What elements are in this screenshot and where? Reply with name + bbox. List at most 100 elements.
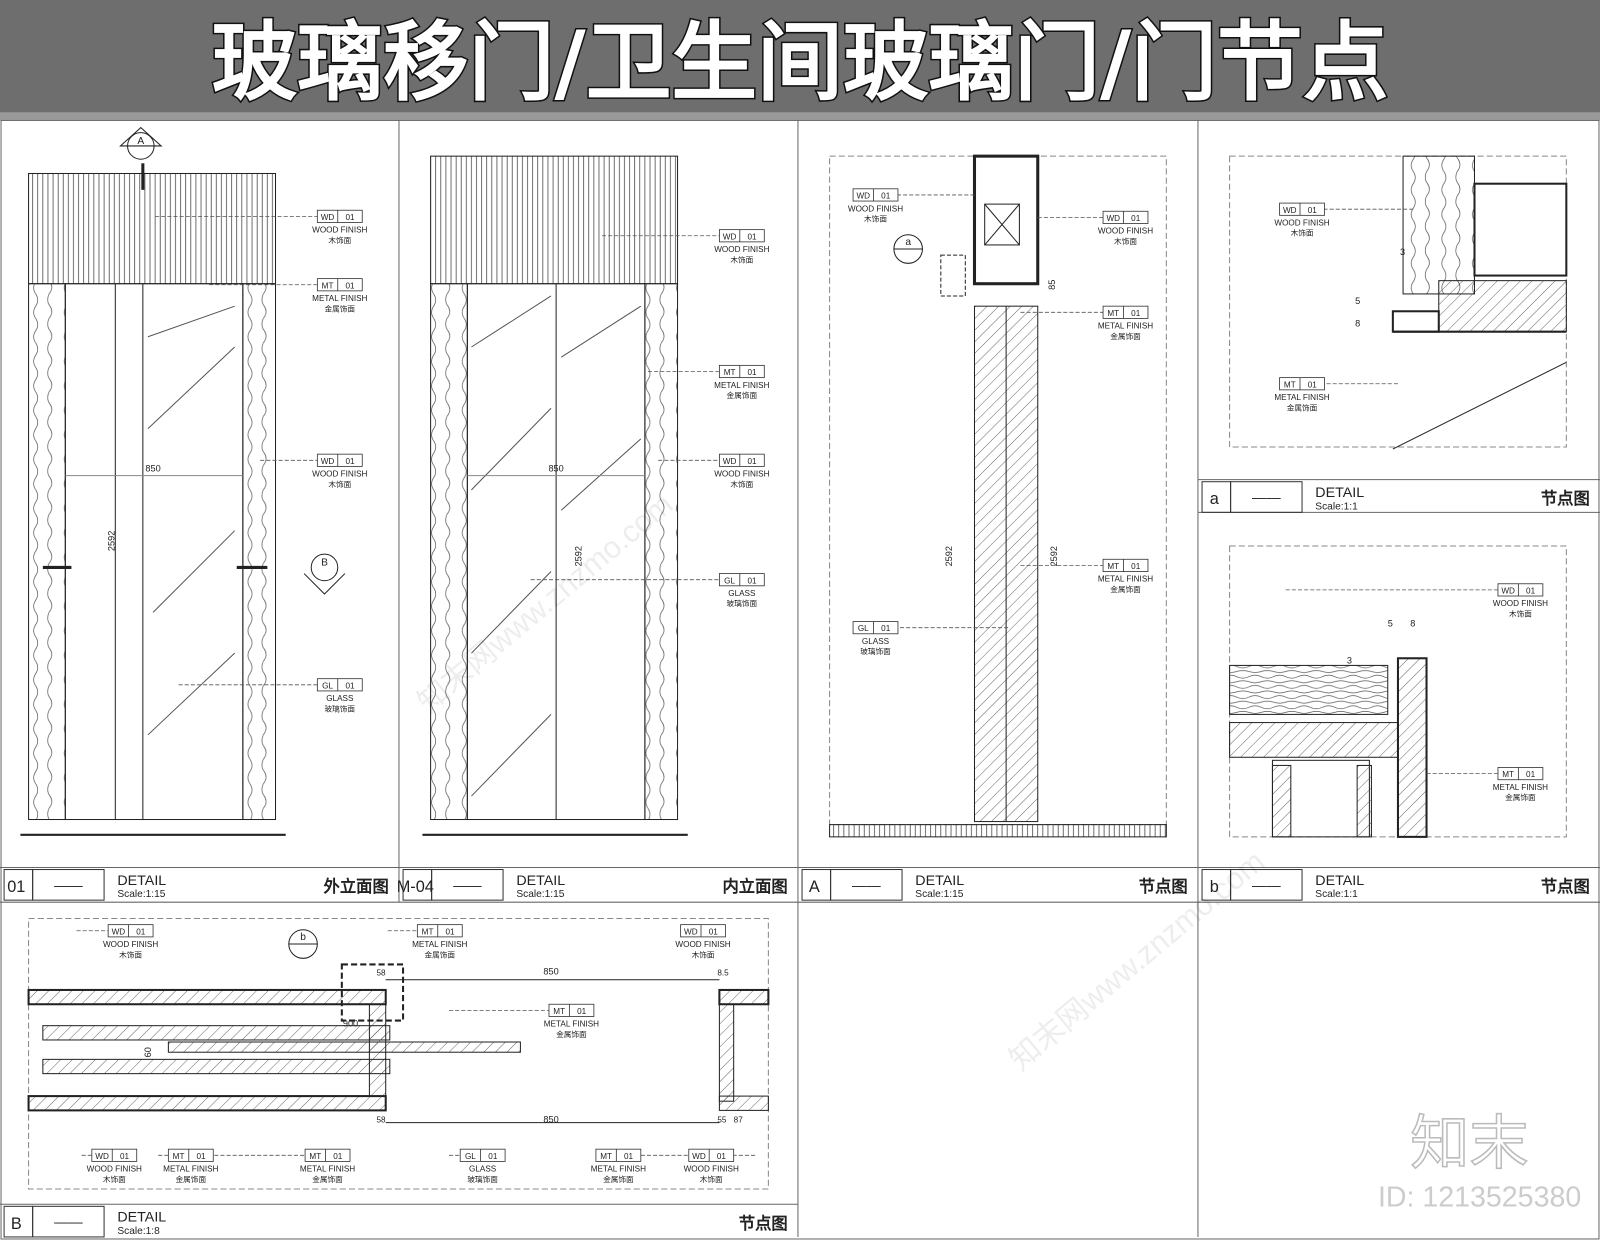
panel-dash: —— xyxy=(1252,490,1281,506)
tag-code: WD xyxy=(95,1152,109,1161)
tag-material-cn: 玻璃饰面 xyxy=(325,703,356,713)
tag-code: MT xyxy=(600,1152,612,1161)
svg-text:A: A xyxy=(137,136,144,147)
tag-number: 01 xyxy=(709,927,719,936)
tag-material-cn: 金属饰面 xyxy=(1110,584,1141,594)
tag-code: GL xyxy=(465,1152,476,1161)
panel-id: b xyxy=(1210,878,1219,896)
panel-id: M-04 xyxy=(397,878,434,896)
tag-number: 01 xyxy=(1131,562,1141,571)
tag-code: GL xyxy=(724,576,735,585)
tag-material: WOOD FINISH xyxy=(684,1165,739,1174)
tag-material: GLASS xyxy=(469,1165,497,1174)
detail-a-drawing xyxy=(1229,155,1568,450)
dimension-height: 2592 xyxy=(574,546,584,566)
tag-number: 01 xyxy=(345,281,355,290)
dimension: 8 xyxy=(1355,319,1360,329)
tag-material: METAL FINISH xyxy=(1274,393,1329,402)
tag-code: WD xyxy=(692,1152,706,1161)
watermark-site: 知末网www.znzmo.com xyxy=(1003,844,1271,1077)
tag-number: 01 xyxy=(1526,770,1536,779)
tag-material-cn: 金属饰面 xyxy=(603,1174,634,1184)
tag-number: 01 xyxy=(624,1152,634,1161)
tag-material-cn: 金属饰面 xyxy=(1505,792,1536,802)
tag-material-cn: 金属饰面 xyxy=(727,390,758,400)
tag-number: 01 xyxy=(345,457,355,466)
tag-material-cn: 金属饰面 xyxy=(425,949,456,959)
tag-material: METAL FINISH xyxy=(714,381,769,390)
dimension: 850 xyxy=(543,1115,558,1125)
tag-material-cn: 木饰面 xyxy=(692,949,715,959)
tag-code: MT xyxy=(553,1007,565,1016)
tag-material-cn: 木饰面 xyxy=(1509,608,1532,618)
detail-label: DETAIL xyxy=(117,873,166,889)
dimension: 58 xyxy=(377,1116,387,1125)
scale-label: Scale:1:15 xyxy=(915,889,963,900)
tag-code: WD xyxy=(321,213,335,222)
detail-label: DETAIL xyxy=(516,873,565,889)
panel-dash: —— xyxy=(852,878,881,894)
tag-material-cn: 金属饰面 xyxy=(1287,402,1318,412)
tag-material: WOOD FINISH xyxy=(1274,219,1329,228)
tag-material-cn: 木饰面 xyxy=(103,1174,126,1184)
dimension-width: 850 xyxy=(145,464,160,474)
tag-material: WOOD FINISH xyxy=(714,470,769,479)
scale-label: Scale:1:8 xyxy=(117,1226,160,1237)
tag-number: 01 xyxy=(136,927,146,936)
scale-label: Scale:1:1 xyxy=(1315,501,1358,512)
tag-material: WOOD FINISH xyxy=(1493,599,1548,608)
tag-number: 01 xyxy=(445,927,455,936)
tag-code: WD xyxy=(1106,214,1120,223)
tag-number: 01 xyxy=(488,1152,498,1161)
tag-number: 01 xyxy=(1131,309,1141,318)
dimension: 87 xyxy=(734,1116,744,1125)
tag-number: 01 xyxy=(881,624,891,633)
tag-code: GL xyxy=(858,624,869,633)
tag-number: 01 xyxy=(1308,380,1318,389)
tag-code: MT xyxy=(1284,380,1296,389)
panel-id: A xyxy=(809,878,820,896)
drawing-name: 节点图 xyxy=(1541,877,1590,896)
tag-material: METAL FINISH xyxy=(163,1165,218,1174)
tag-number: 01 xyxy=(196,1152,206,1161)
dimension-height: 2592 xyxy=(106,531,116,551)
tag-number: 01 xyxy=(748,576,758,585)
plan-b-drawing xyxy=(27,918,770,1190)
drawing-name: 节点图 xyxy=(1541,489,1590,508)
detail-label: DETAIL xyxy=(1315,485,1364,501)
elevation-exterior xyxy=(20,163,286,836)
tag-material-cn: 玻璃饰面 xyxy=(727,598,758,608)
frame-lines xyxy=(0,119,1600,1240)
tag-number: 01 xyxy=(345,213,355,222)
tag-code: WD xyxy=(1501,586,1515,595)
dimension: 5 xyxy=(1355,296,1360,306)
tag-code: MT xyxy=(724,368,736,377)
tag-code: MT xyxy=(309,1152,321,1161)
tag-material: METAL FINISH xyxy=(1493,783,1548,792)
tag-material: GLASS xyxy=(326,694,354,703)
tag-material-cn: 木饰面 xyxy=(864,213,887,223)
dimension-height: 2592 xyxy=(1049,546,1059,566)
tag-material: WOOD FINISH xyxy=(848,204,903,213)
panel-id: a xyxy=(1210,490,1220,508)
tag-material: WOOD FINISH xyxy=(1098,227,1153,236)
detail-marker-b: b xyxy=(288,929,318,959)
panel-id: 01 xyxy=(7,878,25,896)
